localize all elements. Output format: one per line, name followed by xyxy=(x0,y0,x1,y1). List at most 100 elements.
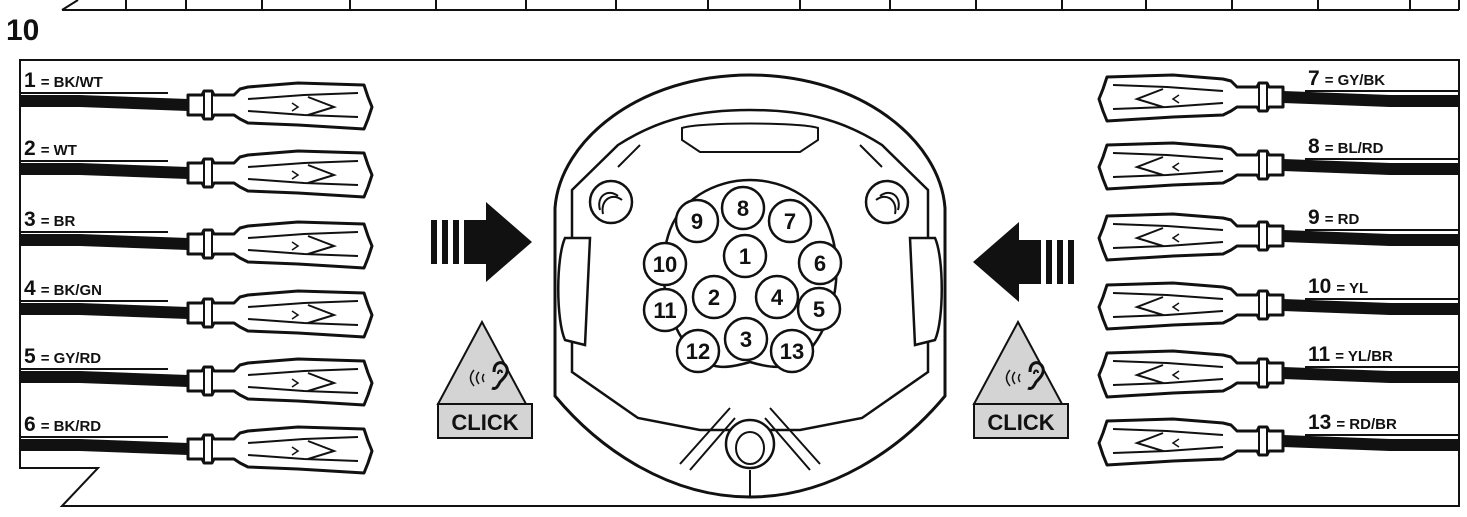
push-arrow-icon xyxy=(973,222,1074,302)
socket-pin-number: 6 xyxy=(814,251,826,276)
click-sign: CLICK xyxy=(436,319,533,439)
wire-item: 10 = YL xyxy=(1099,275,1459,329)
socket-pin: 13 xyxy=(769,328,815,374)
crimp-terminal-icon xyxy=(186,81,374,131)
left-wire-group: 1 = BK/WT 2 = WT 3 = BR 4= BK/GN 5= GY/RD 6= BK/… xyxy=(20,69,374,475)
socket-pin-number: 8 xyxy=(737,196,749,221)
crimp-terminal-icon xyxy=(186,289,374,339)
wire-number: 11 xyxy=(1308,343,1331,366)
wire-label: 7 = GY/BK xyxy=(1308,67,1385,90)
wire-label: 5= GY/RD xyxy=(24,345,101,368)
wire-label: 6= BK/RD xyxy=(24,413,101,436)
wire-label: 11= YL/BR xyxy=(1308,343,1393,366)
wire-color-code: = BK/GN xyxy=(41,282,102,299)
wire-item: 4= BK/GN xyxy=(20,277,374,339)
wire-label: 9 = RD xyxy=(1308,206,1359,229)
socket-pin-number: 5 xyxy=(813,297,825,322)
step-number: 10 xyxy=(6,14,39,47)
wire-cable xyxy=(1282,230,1459,246)
wire-number: 1 xyxy=(24,69,36,92)
socket-pin: 12 xyxy=(675,328,721,374)
wire-cable xyxy=(20,371,189,387)
wire-color-code: = RD xyxy=(1325,211,1360,228)
wire-number: 10 xyxy=(1308,275,1331,298)
socket-pin: 3 xyxy=(723,316,769,362)
wire-item: 5= GY/RD xyxy=(20,345,374,407)
wire-item: 13= RD/BR xyxy=(1099,411,1459,465)
wire-cable xyxy=(20,439,189,455)
wire-cable xyxy=(20,95,189,111)
socket-pin: 2 xyxy=(691,274,737,320)
wire-item: 9 = RD xyxy=(1099,206,1459,260)
socket-pin-number: 9 xyxy=(691,209,703,234)
socket-pin-number: 11 xyxy=(653,298,676,323)
wire-color-code: = BR xyxy=(41,213,76,230)
crimp-terminal-icon xyxy=(186,425,374,475)
wire-color-code: = GY/BK xyxy=(1325,72,1386,89)
socket-pin-number: 10 xyxy=(653,252,677,277)
screw-boss xyxy=(724,418,776,470)
wire-item: 2 = WT xyxy=(20,137,374,199)
crimp-terminal-icon xyxy=(186,357,374,407)
socket-pin-number: 7 xyxy=(784,209,796,234)
click-label: CLICK xyxy=(451,410,518,435)
wire-cable xyxy=(20,303,189,319)
socket-pin: 8 xyxy=(720,185,766,231)
socket-pin: 11 xyxy=(642,287,688,333)
wire-color-code: = BK/RD xyxy=(41,418,102,435)
crimp-terminal-icon xyxy=(186,149,374,199)
screw-boss xyxy=(588,179,634,225)
wire-label: 2 = WT xyxy=(24,137,77,160)
crimp-terminal-icon xyxy=(1099,214,1283,260)
socket-pin: 5 xyxy=(796,286,842,332)
crimp-terminal-icon xyxy=(1099,143,1283,189)
wire-number: 2 xyxy=(24,137,36,160)
wire-cable xyxy=(1282,91,1459,107)
wire-color-code: = RD/BR xyxy=(1336,416,1397,433)
wire-number: 3 xyxy=(24,208,36,231)
socket-pin: 9 xyxy=(674,198,720,244)
crimp-terminal-icon xyxy=(1099,351,1283,397)
wire-item: 3 = BR xyxy=(20,208,374,270)
wire-cable xyxy=(20,234,189,250)
socket-pin: 7 xyxy=(767,198,813,244)
wire-number: 9 xyxy=(1308,206,1320,229)
screw-boss xyxy=(864,179,910,225)
wire-cable xyxy=(1282,367,1459,383)
socket-pin: 4 xyxy=(754,274,800,320)
wire-label: 8 = BL/RD xyxy=(1308,135,1384,158)
wire-label: 3 = BR xyxy=(24,208,75,231)
wire-item: 8 = BL/RD xyxy=(1099,135,1459,189)
wire-label: 13= RD/BR xyxy=(1308,411,1397,434)
right-wire-group: 7 = GY/BK 8 = BL/RD 9 = RD 10 = YL 11= YL/BR 13= … xyxy=(1099,67,1459,465)
socket-pin-number: 13 xyxy=(780,339,804,364)
wire-color-code: = WT xyxy=(41,142,77,159)
wire-cable xyxy=(1282,159,1459,175)
panel-frame xyxy=(19,59,1460,507)
wire-color-code: = YL/BR xyxy=(1335,348,1393,365)
wire-number: 7 xyxy=(1308,67,1320,90)
click-sign: CLICK xyxy=(972,319,1069,439)
socket-pin: 10 xyxy=(642,241,688,287)
wire-number: 8 xyxy=(1308,135,1320,158)
wire-color-code: = BK/WT xyxy=(41,74,103,91)
click-label: CLICK xyxy=(987,410,1054,435)
socket-pin: 1 xyxy=(722,233,768,279)
wire-item: 7 = GY/BK xyxy=(1099,67,1459,121)
top-ruler xyxy=(61,0,1460,11)
wire-item: 1 = BK/WT xyxy=(20,69,374,131)
ear-sound-icon xyxy=(1005,361,1045,390)
wire-item: 11= YL/BR xyxy=(1099,343,1459,397)
wire-cable xyxy=(1282,299,1459,315)
wire-color-code: = BL/RD xyxy=(1325,140,1384,157)
crimp-terminal-icon xyxy=(186,220,374,270)
push-arrow-icon xyxy=(431,202,532,282)
socket-pin: 6 xyxy=(797,240,843,286)
wire-cable xyxy=(1282,435,1459,451)
crimp-terminal-icon xyxy=(1099,75,1283,121)
socket-pin-number: 1 xyxy=(739,244,751,269)
crimp-terminal-icon xyxy=(1099,283,1283,329)
wire-color-code: = YL xyxy=(1336,280,1368,297)
socket-pin-number: 4 xyxy=(771,285,784,310)
